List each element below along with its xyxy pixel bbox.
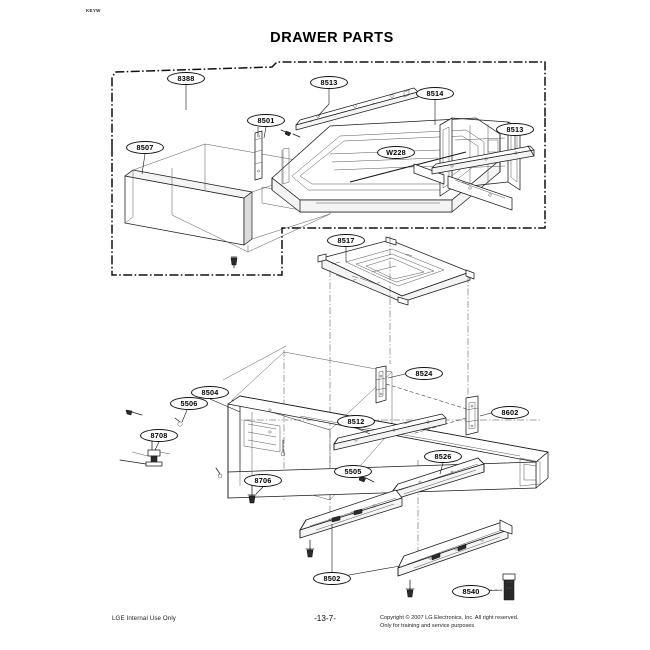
callout-8514: 8514 (416, 87, 454, 100)
screw-8501-a (280, 129, 292, 137)
part-8540-plug (482, 573, 516, 601)
callout-8501: 8501 (247, 114, 285, 127)
part-8507-drawer-front (124, 169, 253, 246)
page-title-text: DRAWER PARTS (270, 30, 394, 46)
callout-8513-right: 8513 (496, 123, 534, 136)
callout-w228: W228 (377, 146, 415, 159)
part-8602-bracket (411, 395, 479, 436)
part-rail-right-bottom (397, 519, 513, 598)
copyright-notice: Copyright © 2007 LG Electronics, Inc. Al… (380, 614, 518, 630)
callout-5505: 5505 (334, 465, 372, 478)
copyright-line-1: Copyright © 2007 LG Electronics, Inc. Al… (380, 615, 519, 621)
callout-8540: 8540 (452, 585, 490, 598)
callout-8388: 8388 (167, 72, 205, 85)
callout-8524: 8524 (405, 367, 443, 380)
part-8512-rail (333, 413, 447, 451)
callout-8517: 8517 (327, 234, 365, 247)
part-8502-rail-left (299, 489, 403, 558)
page-title: DRAWER PARTS (0, 30, 650, 46)
callout-8602: 8602 (491, 406, 529, 419)
callout-8513-left: 8513 (310, 76, 348, 89)
drawer-frame-assembly (271, 117, 521, 213)
callout-5506: 5506 (170, 397, 208, 410)
part-8708-leveling-foot (119, 439, 171, 467)
page-number-label: -13-7- (314, 614, 336, 623)
part-8513-right-rail (431, 145, 535, 175)
screw-under-8507 (230, 256, 238, 269)
part-8517-drawer-pan (317, 236, 475, 306)
copyright-line-2: Only for training and service purposes (380, 623, 475, 629)
callout-8504: 8504 (191, 386, 229, 399)
page-footer: LGE Internal Use Only -13-7- Copyright ©… (0, 612, 650, 646)
callout-8512: 8512 (337, 415, 375, 428)
part-8526-rail (391, 457, 485, 501)
callout-8708: 8708 (140, 429, 178, 442)
screw-8706 (215, 439, 286, 504)
screw-5506 (125, 409, 183, 427)
callout-8526: 8526 (424, 450, 462, 463)
screw-5505 (347, 467, 375, 483)
sheet-code-label: KEYW (86, 8, 101, 13)
internal-use-label: LGE Internal Use Only (112, 615, 177, 622)
screw-8501-b (292, 133, 301, 138)
callout-8502: 8502 (313, 572, 351, 585)
upper-group-boundary (111, 61, 546, 276)
callout-8507: 8507 (126, 141, 164, 154)
part-8524-bracket (375, 365, 471, 411)
callout-8706: 8706 (244, 474, 282, 487)
